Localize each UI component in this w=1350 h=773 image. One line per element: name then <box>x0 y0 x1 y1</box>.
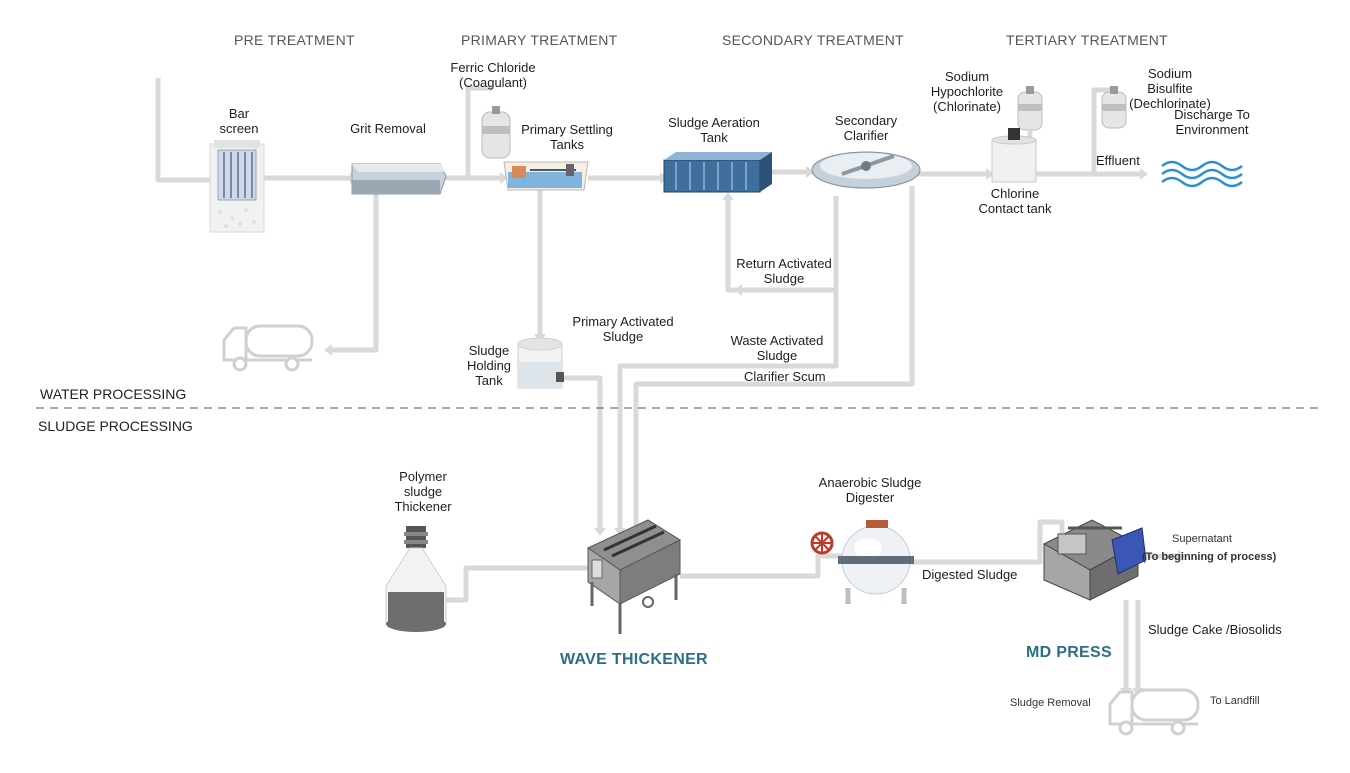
arrow-icon <box>1140 168 1148 180</box>
stage-pre-treatment: PRE TREATMENT <box>234 32 355 48</box>
arrow-icon <box>324 344 332 356</box>
label-bar-screen: Bar screen <box>219 106 259 136</box>
label-discharge: Discharge To Environment <box>1174 107 1250 137</box>
pipe-grit-to-truck <box>332 190 379 353</box>
primary-settling-tank <box>503 161 589 191</box>
influent-pipe <box>155 78 212 183</box>
anaerobic-digester <box>838 520 914 604</box>
label-primary-settling: Primary Settling Tanks <box>521 122 613 152</box>
md-press-machine <box>1042 519 1147 601</box>
label-digested-sludge: Digested Sludge <box>922 567 1018 582</box>
label-return-activated: Return Activated Sludge <box>736 256 832 286</box>
label-secondary-clarifier: Secondary Clarifier <box>834 113 898 143</box>
sodium-bisulfite-tank <box>1101 86 1127 129</box>
arrowheads <box>212 166 1186 696</box>
arrow-icon <box>1178 550 1186 562</box>
truck-icon <box>222 324 314 372</box>
label-ferric-chloride: Ferric Chloride (Coagulant) <box>450 60 536 90</box>
label-clarifier-scum: Clarifier Scum <box>744 369 826 384</box>
arrow-icon <box>734 284 742 296</box>
sodium-hypochlorite-tank <box>1017 86 1043 140</box>
valve-icon <box>810 531 834 555</box>
pipe-bisulfite <box>1091 87 1110 172</box>
pipe-digester-to-press <box>910 519 1065 565</box>
grit-removal-tank <box>351 163 447 195</box>
label-to-beginning: (To beginning of process) <box>1142 551 1277 563</box>
pipe-waste-activated <box>617 290 839 530</box>
label-grit-removal: Grit Removal <box>350 121 426 136</box>
label-waste-activated: Waste Activated Sludge <box>730 333 824 363</box>
zone-sludge-processing: SLUDGE PROCESSING <box>38 418 193 434</box>
stage-primary-treatment: PRIMARY TREATMENT <box>461 32 618 48</box>
pipe-holding-to-thickener <box>562 375 603 530</box>
sludge-aeration-tank <box>663 152 772 193</box>
secondary-clarifier <box>811 151 921 189</box>
label-sludge-removal: Sludge Removal <box>1010 697 1091 709</box>
label-sludge-aeration: Sludge Aeration Tank <box>668 115 760 145</box>
polymer-sludge-thickener <box>385 526 447 632</box>
sludge-holding-tank <box>517 337 564 389</box>
label-polymer-thickener: Polymer sludge Thickener <box>394 469 452 514</box>
pipe-return-activated <box>725 196 839 293</box>
landfill-truck-icon <box>1108 688 1200 736</box>
label-sodium-hypochlorite: Sodium Hypochlorite (Chlorinate) <box>930 69 1004 114</box>
arrow-icon <box>722 192 734 200</box>
product-wave-thickener: WAVE THICKENER <box>560 651 708 668</box>
ferric-chloride-tank <box>481 106 511 159</box>
label-anaerobic-digester: Anaerobic Sludge Digester <box>818 475 922 505</box>
bar-screen <box>209 140 265 233</box>
label-sludge-holding: Sludge Holding Tank <box>466 343 512 388</box>
pipe-clarifier-scum <box>633 186 915 530</box>
arrow-icon <box>500 172 508 184</box>
label-sodium-bisulfite: Sodium Bisulfite (Dechlorinate) <box>1129 66 1211 111</box>
label-primary-activated: Primary Activated Sludge <box>572 314 674 344</box>
pipe-thickener-to-digester <box>680 553 842 579</box>
product-md-press: MD PRESS <box>1026 644 1112 661</box>
label-sludge-cake: Sludge Cake /Biosolids <box>1148 622 1282 637</box>
stage-tertiary-treatment: TERTIARY TREATMENT <box>1006 32 1169 48</box>
wave-thickener-machine <box>586 519 682 634</box>
water-waves-icon <box>1161 160 1243 188</box>
arrow-icon <box>614 528 626 536</box>
chlorine-contact-tank <box>991 128 1037 183</box>
pipe-ferric <box>465 85 492 176</box>
stage-secondary-treatment: SECONDARY TREATMENT <box>722 32 905 48</box>
label-to-landfill: To Landfill <box>1210 695 1260 707</box>
label-chlorine-contact: Chlorine Contact tank <box>978 186 1052 216</box>
arrow-icon <box>806 166 814 178</box>
label-supernatant: Supernatant <box>1172 533 1232 545</box>
label-effluent: Effluent <box>1096 153 1140 168</box>
arrow-icon <box>594 528 606 536</box>
arrow-icon <box>986 168 994 180</box>
pipe-polymer-to-thickener <box>446 565 596 603</box>
pipes <box>155 78 1180 690</box>
zone-water-processing: WATER PROCESSING <box>40 386 187 402</box>
